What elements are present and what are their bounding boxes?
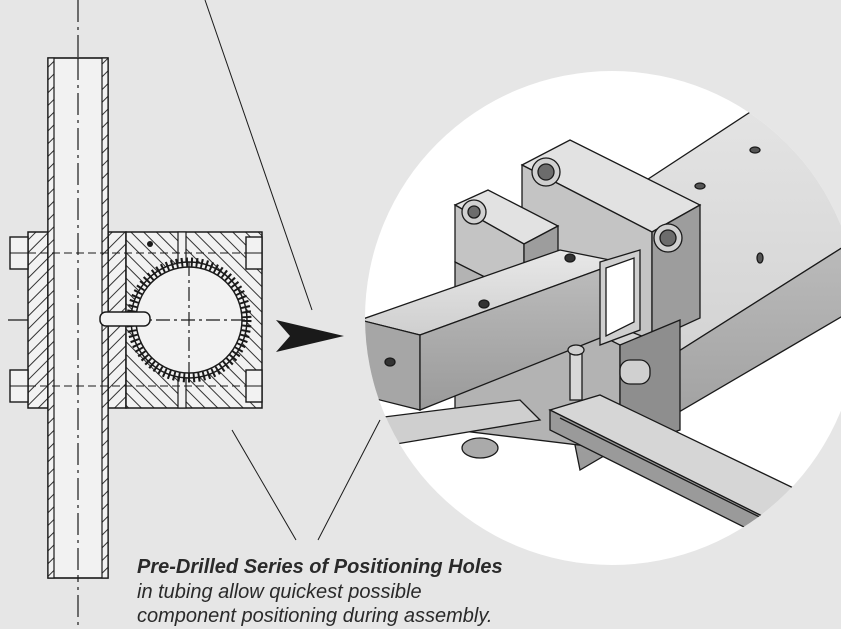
caption-headline: Pre-Drilled Series of Positioning Holes: [137, 556, 503, 578]
caption-line-1: in tubing allow quickest possible: [137, 581, 422, 603]
caption-line-2: component positioning during assembly.: [137, 605, 493, 627]
magnified-detail: [365, 71, 841, 565]
arrow-right-icon: [276, 320, 344, 352]
caption: Pre-Drilled Series of Positioning Holes …: [137, 555, 837, 628]
cross-section-drawing: [8, 0, 263, 629]
leader-lines: [204, 0, 381, 541]
